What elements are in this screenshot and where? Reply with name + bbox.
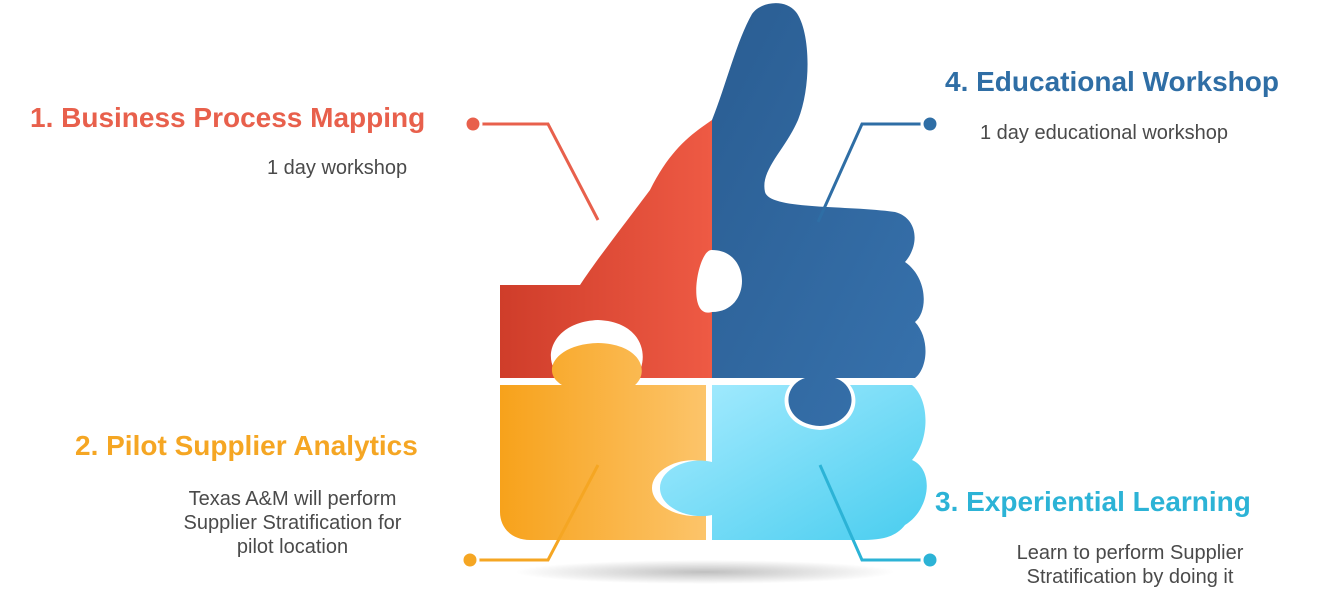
- step-2-title: 2. Pilot Supplier Analytics: [75, 430, 418, 461]
- step-2-description-line: pilot location: [236, 536, 349, 558]
- step-4-title: 4. Educational Workshop: [945, 66, 1279, 97]
- step-2-description-line: Texas A&M will perform: [188, 488, 397, 510]
- step-3-title: 3. Experiential Learning: [935, 486, 1251, 517]
- puzzle-piece-3: [660, 385, 927, 540]
- diagram-shadow: [515, 560, 895, 584]
- step-3-description: Learn to perform Supplier Stratification…: [985, 541, 1275, 589]
- connector-2: [460, 464, 600, 570]
- step-3-description-line: Stratification by doing it: [1026, 566, 1234, 588]
- step-3-description-line: Learn to perform Supplier: [1016, 542, 1244, 564]
- thumbs-up-puzzle-icon: [500, 3, 927, 540]
- step-1-description: 1 day workshop: [267, 157, 408, 179]
- step-2-description-line: Supplier Stratification for: [183, 512, 402, 534]
- puzzle-piece-4: [712, 3, 926, 427]
- connector-4: [816, 114, 940, 223]
- step-2-description: Texas A&M will perform Supplier Stratifi…: [160, 487, 425, 559]
- step-1-title: 1. Business Process Mapping: [30, 102, 426, 133]
- connector-3: [818, 464, 940, 570]
- step-4-description: 1 day educational workshop: [980, 122, 1228, 144]
- puzzle-piece-2: [500, 343, 706, 540]
- connector-1: [463, 114, 600, 221]
- puzzle-piece-1: [500, 120, 712, 378]
